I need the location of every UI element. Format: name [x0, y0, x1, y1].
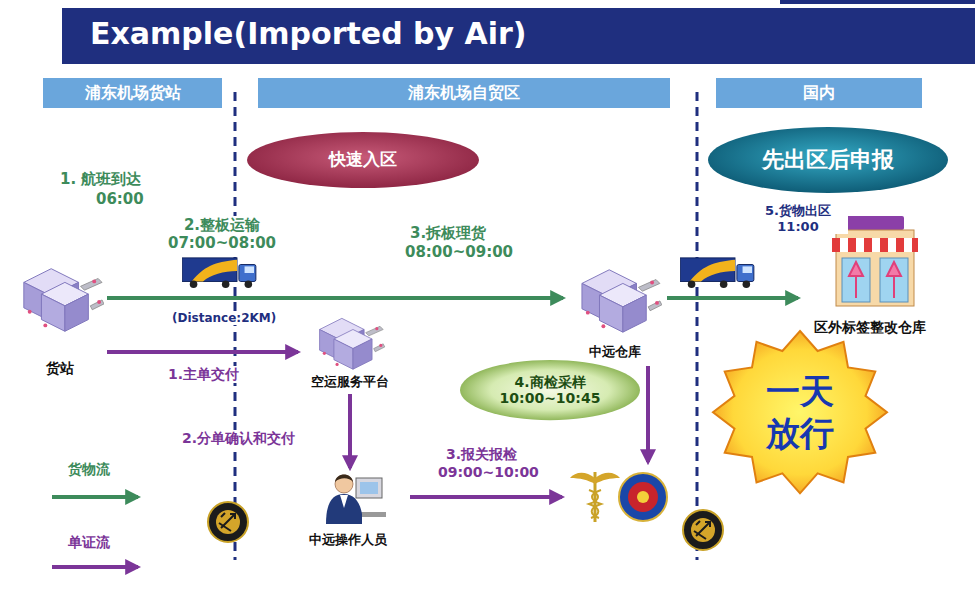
store-icon [904, 238, 912, 252]
ciq-emblem [637, 491, 649, 503]
inspection-emblem [570, 472, 620, 522]
process-ellipse: 先出区后申报 [706, 125, 950, 195]
ellipse-outline [460, 360, 640, 420]
time-label: 06:00 [94, 190, 146, 208]
node-shape [710, 328, 890, 496]
step-label: 3.报关报检 [444, 446, 519, 463]
zone-divider [235, 92, 697, 560]
top-strip [780, 0, 975, 4]
store-icon [887, 262, 901, 298]
legend-sample [52, 565, 138, 569]
node-text: 国内 [803, 84, 835, 102]
operator: 中远操作人员 [290, 470, 406, 550]
title-bar [62, 8, 975, 64]
customs-emblem [208, 502, 248, 542]
ellipse-outline [708, 127, 948, 193]
operator-icon [335, 475, 353, 493]
cargo-station-icon [24, 269, 104, 332]
legend-sample [52, 495, 138, 499]
store-icon [872, 238, 880, 252]
node-text: 中远仓库 [589, 345, 641, 360]
document-flow-arrow [410, 495, 562, 499]
zone-header: 浦东机场自贸区 [258, 78, 670, 108]
operator-icon [356, 478, 382, 498]
starburst-outline [713, 331, 887, 493]
zone-header: 国内 [716, 78, 922, 108]
node-text: 中远操作人员 [309, 533, 387, 548]
edge-label: 1.主单交付 [166, 366, 241, 383]
node-text: 区外标签整改仓库 [814, 319, 926, 335]
store-icon [880, 258, 908, 302]
step-label: 1. 航班到达 [58, 170, 143, 188]
legend-text: 单证流 [66, 534, 112, 551]
customs-emblem [683, 510, 723, 550]
truck-icon [182, 258, 256, 288]
distance-label: (Distance:2KM) [170, 311, 278, 325]
store-icon [842, 258, 870, 302]
store-icon [840, 238, 848, 252]
starburst-callout: 一天 放行 [710, 328, 890, 496]
node-text: 先出区后申报 [762, 147, 894, 172]
warehouse-icon [582, 270, 662, 332]
node-text: 快速入区 [329, 150, 397, 170]
diagram-title: Example(Imported by Air) [90, 16, 527, 51]
ciq-emblem [619, 473, 667, 521]
store-icon [888, 238, 896, 252]
zone-divider [234, 92, 237, 560]
step-label: 3.拆板理货 [408, 224, 488, 242]
flow-connector [107, 350, 298, 354]
node-text: 10:00~10:45 [500, 390, 601, 406]
node-text: 浦东机场货站 [85, 84, 181, 102]
node-text: 空运服务平台 [311, 375, 389, 390]
warehouse: 中远仓库 [565, 262, 665, 362]
operator-icon [326, 475, 386, 525]
store-icon [849, 262, 863, 298]
ellipse-outline [247, 132, 479, 188]
node-text: 4.商检采样 [514, 374, 585, 390]
node-text: 浦东机场自贸区 [408, 84, 520, 102]
process-ellipse: 快速入区 [245, 130, 481, 190]
flow-connector [348, 394, 352, 468]
operator-icon [326, 494, 362, 524]
cargo-station: 货站 [15, 258, 105, 378]
flow-connector [667, 296, 798, 300]
zone-header: 浦东机场货站 [43, 78, 222, 108]
edge-label: 2.分单确认和交付 [180, 430, 297, 447]
time-label: 09:00~10:00 [436, 464, 541, 481]
edge-label: 5.货物出区 11:00 [748, 203, 848, 234]
document-flow-arrow [646, 366, 650, 462]
truck-icon [680, 258, 754, 288]
node-text: 一天 放行 [761, 370, 839, 455]
air-platform-icon [320, 318, 385, 369]
time-label: 08:00~09:00 [403, 243, 515, 261]
air-platform: 空运服务平台 [300, 312, 400, 392]
store-icon [856, 238, 864, 252]
flow-connector [107, 296, 563, 300]
operator-icon [335, 475, 353, 483]
operator-icon [360, 482, 378, 494]
node-text: 货站 [46, 360, 74, 376]
operator-icon [340, 495, 348, 508]
legend-text: 货物流 [66, 461, 112, 478]
zone-divider [696, 92, 699, 560]
ciq-emblem [619, 473, 667, 521]
edge-label: 2.整板运输 07:00~08:00 [158, 216, 286, 252]
inspection-emblem [570, 473, 620, 484]
store-icon [842, 216, 904, 230]
ciq-emblem [628, 482, 658, 512]
inspection-ellipse: 4.商检采样10:00~10:45 [458, 358, 642, 422]
store-icon [832, 238, 918, 252]
inspection-emblem [592, 490, 601, 518]
